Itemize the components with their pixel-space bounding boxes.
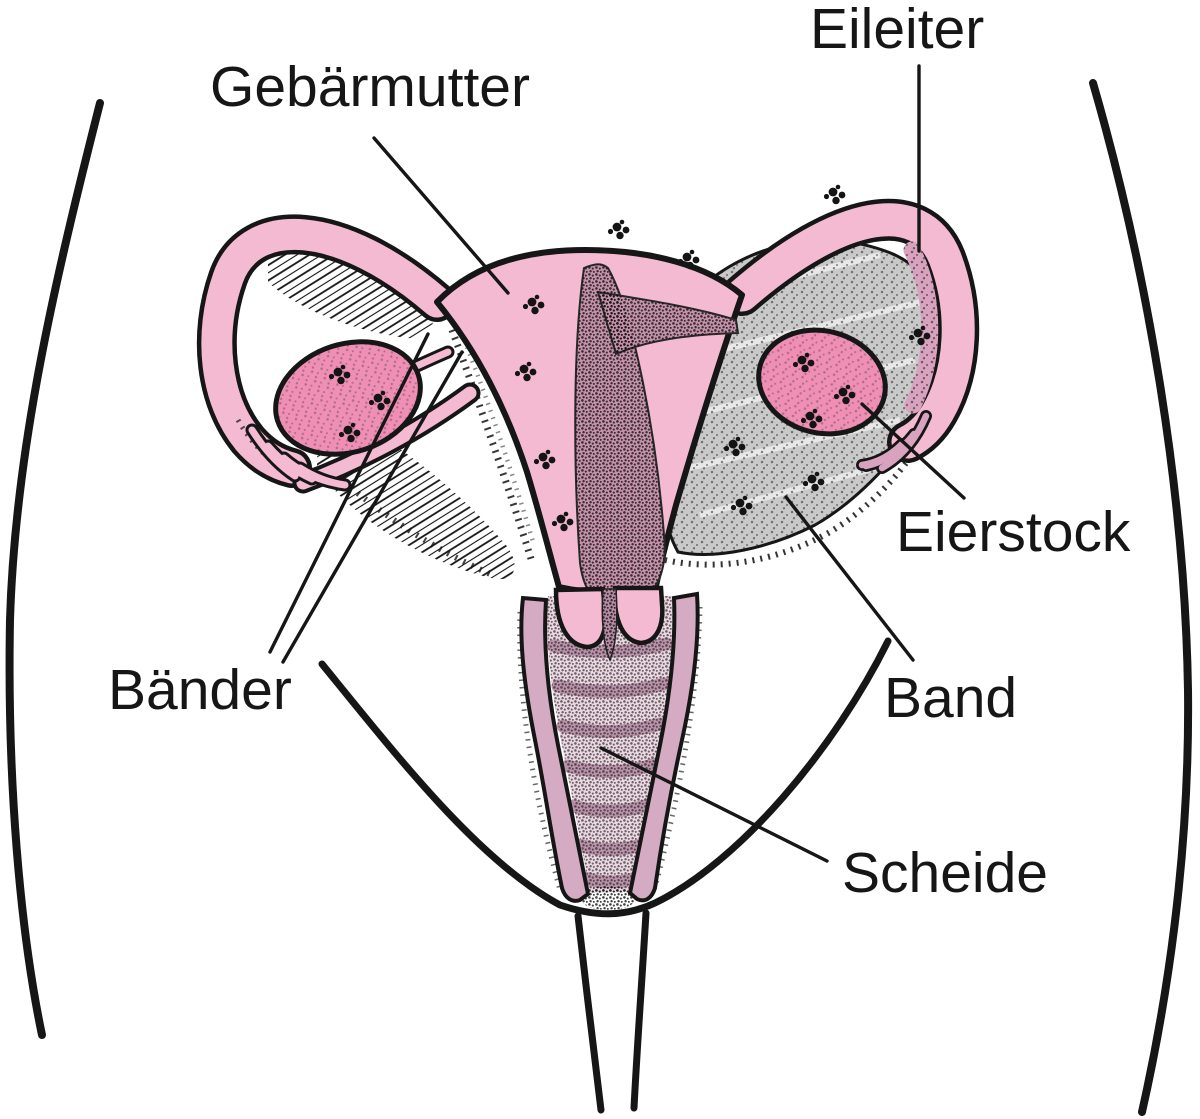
label-scheide: Scheide [842,841,1048,905]
vagina [517,585,703,910]
leader-band [784,495,915,662]
leg-line-left [574,912,605,1114]
leader-lines [268,64,966,863]
cervix [553,585,665,662]
fimbriae-right [856,410,932,474]
leader-scheide [599,746,829,863]
leader-gebaermutter [372,136,510,295]
body-outline-right [1089,79,1193,1116]
label-gebaermutter: Gebärmutter [210,55,530,119]
label-band: Band [884,666,1018,730]
leg-line-right [630,909,650,1112]
body-outline-left [5,99,104,1039]
fallopian-tube-left [196,214,457,488]
ovary-right [756,327,888,437]
leader-baender-1 [268,332,430,654]
label-baender: Bänder [108,658,292,722]
leader-baender-2 [281,350,464,664]
ovary-left [273,339,423,457]
uterine-cavity [574,263,740,608]
broad-ligament-fringe [664,436,925,568]
label-eileiter: Eileiter [810,0,985,61]
vagina-wall-right [627,591,700,903]
body-outline [5,79,1193,1116]
fimbriae-left [245,423,352,492]
groin-curve [318,637,892,918]
label-eierstock: Eierstock [896,500,1131,564]
vagina-wall-left [519,595,591,903]
leader-eierstock [860,402,966,500]
fallopian-tube-right [721,198,980,463]
